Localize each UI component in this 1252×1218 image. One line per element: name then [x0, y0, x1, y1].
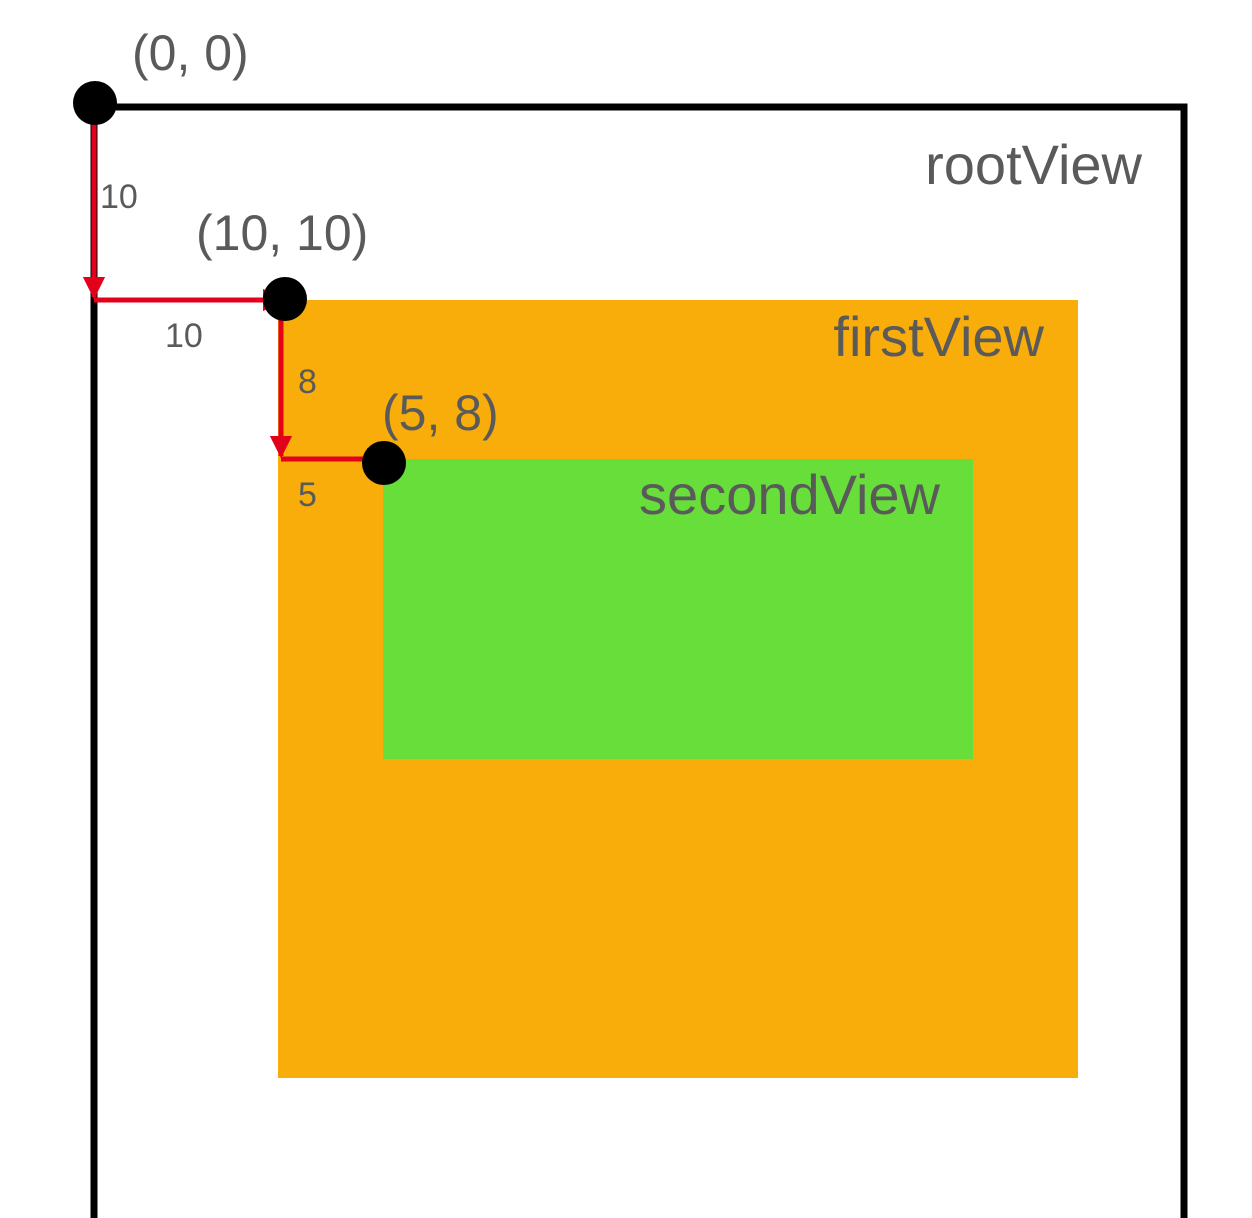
second-view-rect — [383, 459, 973, 759]
root-origin-dot — [73, 81, 117, 125]
second-view-label: secondView — [639, 463, 941, 526]
root-view-label: rootView — [925, 133, 1142, 196]
first-origin-dot — [263, 277, 307, 321]
first-view-label: firstView — [833, 305, 1044, 368]
second-origin-label: (5, 8) — [382, 385, 499, 441]
first-origin-label: (10, 10) — [196, 205, 368, 261]
root-origin-label: (0, 0) — [132, 25, 249, 81]
root-view-frame — [90, 103, 1188, 1218]
offset-label-first-right: 10 — [165, 317, 203, 355]
second-origin-dot — [362, 441, 406, 485]
offset-label-second-right: 5 — [298, 476, 317, 514]
offset-label-second-down: 8 — [298, 363, 317, 401]
offset-label-first-down: 10 — [100, 178, 138, 216]
